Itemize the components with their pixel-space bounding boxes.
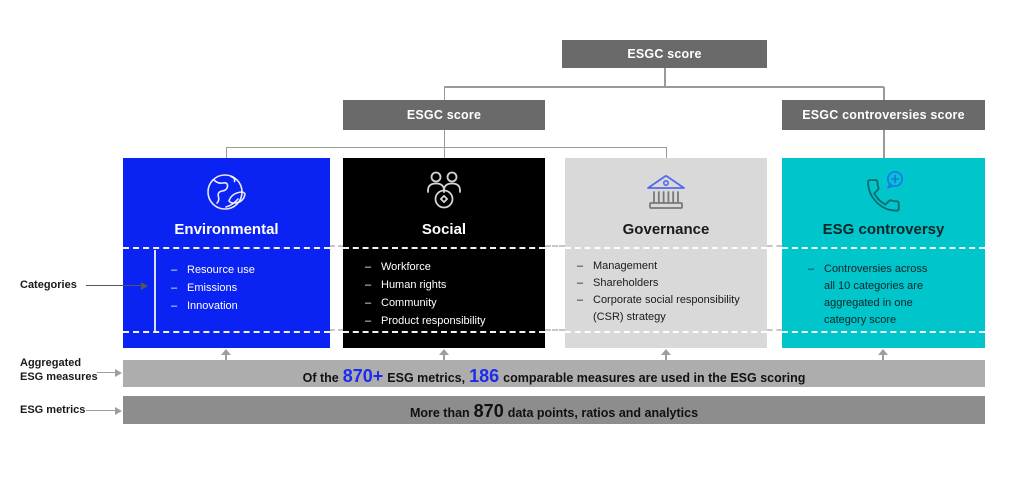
dashed-separator bbox=[343, 247, 545, 249]
categories-label: Categories bbox=[20, 279, 77, 291]
gap-dash-segment bbox=[767, 329, 782, 331]
metrics-text-suffix: data points, ratios and analytics bbox=[507, 406, 699, 420]
connector-to-controversy bbox=[883, 130, 885, 158]
gap-dash-segment bbox=[767, 245, 782, 247]
esg-controversy-list: –Controversies across all 10 categories … bbox=[782, 261, 985, 329]
social-card: Social –Workforce –Human rights –Communi… bbox=[343, 158, 545, 348]
esgc-score-box: ESGC score bbox=[343, 100, 545, 130]
metrics-text-prefix: More than bbox=[409, 406, 470, 420]
connector-root-down bbox=[664, 68, 666, 87]
gap-dash-segment bbox=[545, 329, 565, 331]
categories-arrow-line bbox=[86, 284, 141, 286]
environmental-card: Environmental –Resource use –Emissions –… bbox=[123, 158, 330, 348]
list-item: –Controversies across all 10 categories … bbox=[808, 263, 928, 326]
list-item: –Management bbox=[577, 260, 658, 272]
esgc-score-root-box: ESGC score bbox=[562, 40, 767, 68]
connector-to-social bbox=[443, 148, 445, 158]
up-arrow-icon bbox=[878, 349, 888, 360]
list-item: –Emissions bbox=[171, 282, 238, 294]
esgc-score-root-label: ESGC score bbox=[627, 47, 702, 61]
aggregated-arrow-line bbox=[97, 371, 115, 373]
gap-dash-segment bbox=[330, 329, 343, 331]
people-icon bbox=[343, 166, 545, 218]
governance-card: Governance –Management –Shareholders –Co… bbox=[565, 158, 767, 348]
dashed-separator bbox=[123, 247, 330, 249]
environmental-title: Environmental bbox=[174, 221, 279, 238]
list-item: –Corporate social responsibility (CSR) s… bbox=[577, 294, 740, 323]
connector-level2-horizontal bbox=[225, 146, 667, 148]
bank-icon bbox=[565, 166, 767, 218]
measures-count-186: 186 bbox=[469, 366, 500, 386]
dashed-separator bbox=[782, 247, 985, 249]
connector-to-esgc-box bbox=[443, 87, 445, 100]
measures-text-suffix: comparable measures are used in the ESG … bbox=[503, 371, 806, 385]
aggregated-esg-measures-label: Aggregated ESG measures bbox=[20, 357, 98, 383]
social-title: Social bbox=[421, 221, 467, 238]
measures-count-870: 870+ bbox=[342, 366, 384, 386]
connector-esgc-down bbox=[443, 130, 445, 147]
esg-metrics-label: ESG metrics bbox=[20, 404, 86, 416]
esgc-controversies-score-label: ESGC controversies score bbox=[802, 108, 965, 122]
list-item: –Community bbox=[365, 297, 437, 309]
dashed-separator bbox=[123, 331, 330, 333]
esgc-score-label: ESGC score bbox=[406, 108, 482, 122]
dashed-separator bbox=[565, 331, 767, 333]
connector-to-governance bbox=[665, 148, 667, 158]
gap-dash-segment bbox=[330, 245, 343, 247]
metrics-arrow-icon bbox=[115, 406, 122, 415]
measures-text-prefix: Of the bbox=[302, 371, 339, 385]
list-item: –Workforce bbox=[365, 261, 431, 273]
list-item: –Shareholders bbox=[577, 277, 659, 289]
up-arrow-icon bbox=[221, 349, 231, 360]
phone-plus-icon bbox=[782, 166, 985, 218]
up-arrow-icon bbox=[439, 349, 449, 360]
up-arrow-icon bbox=[661, 349, 671, 360]
aggregated-arrow-icon bbox=[115, 368, 122, 377]
list-item: –Product responsibility bbox=[365, 315, 486, 327]
social-list: –Workforce –Human rights –Community –Pro… bbox=[343, 258, 545, 330]
categories-highlight-line bbox=[154, 250, 156, 332]
connector-level1-horizontal bbox=[443, 86, 884, 88]
list-item: –Resource use bbox=[171, 264, 255, 276]
list-item: –Innovation bbox=[171, 300, 238, 312]
esg-controversy-title: ESG controversy bbox=[822, 221, 945, 238]
gap-dash-segment bbox=[545, 245, 565, 247]
globe-leaf-icon bbox=[123, 166, 330, 218]
list-item: –Human rights bbox=[365, 279, 447, 291]
connector-to-controversies-box bbox=[883, 87, 885, 100]
measures-text-middle: ESG metrics, bbox=[387, 371, 466, 385]
esg-metrics-bar: More than 870 data points, ratios and an… bbox=[123, 396, 985, 424]
esg-controversy-card: ESG controversy –Controversies across al… bbox=[782, 158, 985, 348]
metrics-count-870: 870 bbox=[473, 401, 504, 421]
environmental-list: –Resource use –Emissions –Innovation bbox=[123, 261, 330, 315]
governance-list: –Management –Shareholders –Corporate soc… bbox=[565, 258, 767, 326]
categories-arrow-icon bbox=[141, 281, 148, 290]
governance-title: Governance bbox=[622, 221, 710, 238]
aggregated-esg-measures-bar: Of the 870+ ESG metrics, 186 comparable … bbox=[123, 360, 985, 387]
metrics-arrow-line bbox=[86, 409, 115, 411]
esgc-controversies-score-box: ESGC controversies score bbox=[782, 100, 985, 130]
dashed-separator bbox=[565, 247, 767, 249]
dashed-separator bbox=[782, 331, 985, 333]
dashed-separator bbox=[343, 331, 545, 333]
connector-to-environmental bbox=[225, 148, 227, 158]
